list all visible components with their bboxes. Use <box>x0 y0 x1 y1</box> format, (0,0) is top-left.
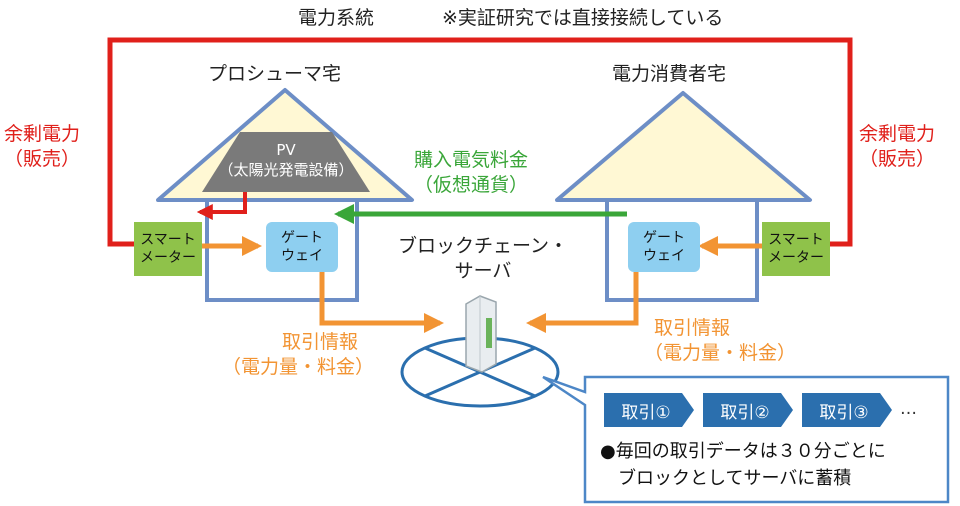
prosumer-smart-meter: スマートメーター <box>134 222 202 276</box>
consumer-house <box>555 91 812 302</box>
consumer-gateway: ゲートウェイ <box>628 222 700 272</box>
chip-shape-3 <box>802 393 892 427</box>
server-label: ブロックチェーン・ サーバ <box>398 235 569 282</box>
pv-to-meter-arrow <box>196 192 247 220</box>
surplus-left-label: 余剰電力 （販売） <box>4 123 81 170</box>
chip-shape-2 <box>703 393 793 427</box>
consumer-title: 電力消費者宅 <box>612 63 727 85</box>
grid-label: 電力系統 <box>298 7 375 29</box>
pv-label: PV （太陽光発電設備） <box>218 141 354 180</box>
right-gateway-to-server-arrow <box>526 272 639 333</box>
grid-note: ※実証研究では直接接続している <box>442 7 724 29</box>
trade-info-left: 取引情報 （電力量・料金） <box>222 331 375 378</box>
purchase-label: 購入電気料金 （仮想通貨） <box>414 149 529 196</box>
prosumer-house <box>156 88 414 302</box>
server-icon <box>465 295 497 373</box>
prosumer-gateway: ゲートウェイ <box>266 222 338 272</box>
trade-chip-3: 取引③ <box>819 402 869 423</box>
consumer-smart-meter: スマートメーター <box>762 222 830 276</box>
pv-panel <box>202 132 370 192</box>
trade-chip-1: 取引① <box>621 402 671 423</box>
trade-chip-2: 取引② <box>720 402 770 423</box>
surplus-right-label: 余剰電力 （販売） <box>859 123 936 170</box>
callout-text: ●毎回の取引データは３０分ごとに ブロックとしてサーバに蓄積 <box>600 441 886 489</box>
prosumer-walls <box>205 200 359 302</box>
chip-ellipsis: … <box>900 399 917 419</box>
chip-shape-1 <box>604 393 694 427</box>
left-gateway-to-server-arrow <box>319 272 444 333</box>
consumer-roof <box>555 91 812 202</box>
prosumer-title: プロシューマ宅 <box>208 63 342 85</box>
grid-line <box>107 37 853 254</box>
consumer-walls <box>605 200 759 302</box>
trade-info-right: 取引情報 （電力量・料金） <box>644 317 797 364</box>
